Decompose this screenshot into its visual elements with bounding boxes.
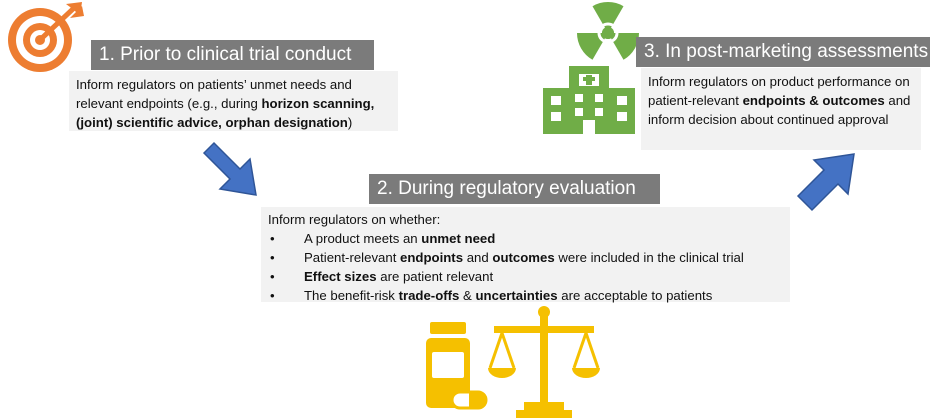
target-arrow-icon: [2, 2, 92, 74]
step2-bullet-list: A product meets an unmet need Patient-re…: [268, 229, 783, 305]
step1-text-a: Inform regulators on patients’ unmet nee…: [76, 77, 352, 111]
step2-description: Inform regulators on whether: A product …: [261, 207, 790, 305]
medicine-bottle-icon: [408, 318, 488, 418]
step3-text-c: and inform decision about continued appr…: [648, 93, 911, 127]
step2-title: 2. During regulatory evaluation: [369, 174, 660, 204]
step1-description: Inform regulators on patients’ unmet nee…: [69, 71, 398, 131]
arrow-icon-up-right: [792, 150, 862, 215]
list-item: Patient-relevant endpoints and outcomes …: [268, 248, 783, 267]
step3-text-a: Inform regulators on product performance…: [648, 74, 910, 108]
step3-title: 3. In post-marketing assessments: [636, 37, 930, 67]
step2-intro: Inform regulators on whether:: [268, 212, 441, 227]
step1-title: 1. Prior to clinical trial conduct: [91, 40, 374, 70]
hospital-icon: [543, 66, 635, 136]
radiation-icon: [576, 1, 640, 65]
list-item: A product meets an unmet need: [268, 229, 783, 248]
step3-text-bold: endpoints & outcomes: [742, 93, 885, 108]
arrow-icon-down-right: [196, 135, 266, 205]
step3-description: Inform regulators on product performance…: [641, 68, 921, 150]
step1-text-bold: horizon scanning, (joint) scientific adv…: [76, 96, 375, 130]
balance-scale-icon: [488, 304, 600, 418]
list-item: Effect sizes are patient relevant: [268, 267, 783, 286]
list-item: The benefit-risk trade-offs & uncertaint…: [268, 286, 783, 305]
step1-text-c: ): [347, 115, 353, 130]
